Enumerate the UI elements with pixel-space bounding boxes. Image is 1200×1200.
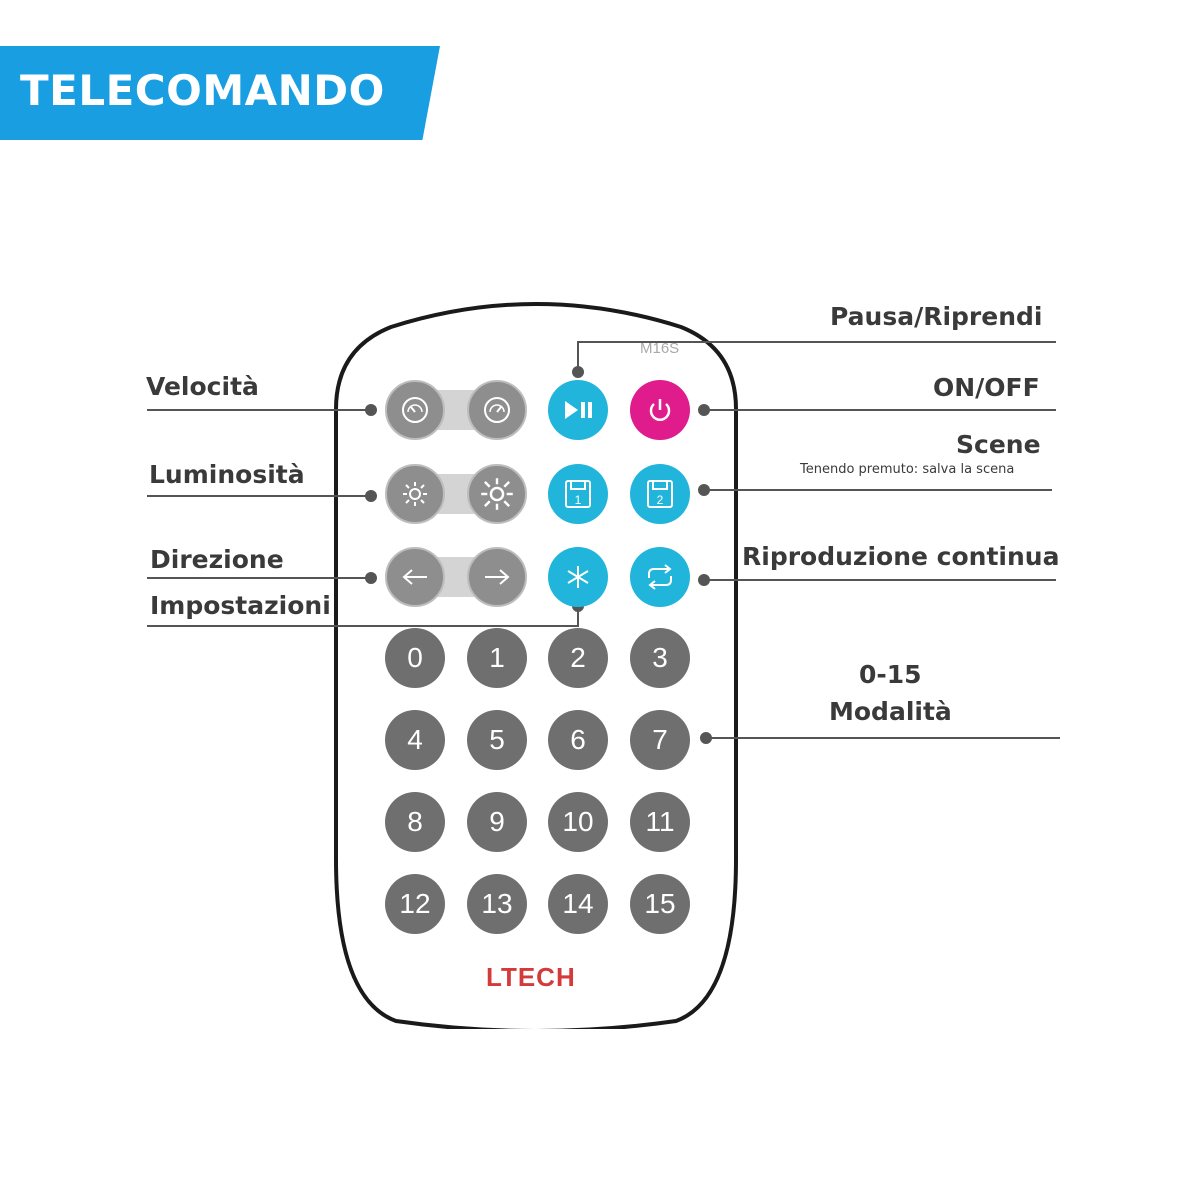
label-scene-note: Tenendo premuto: salva la scena [800,462,1015,477]
number-button[interactable]: 6 [548,710,608,770]
play-pause-button[interactable] [548,380,608,440]
brightness-down-button[interactable] [385,464,445,524]
number-button[interactable]: 11 [630,792,690,852]
speed-up-button[interactable] [467,380,527,440]
number-button[interactable]: 13 [467,874,527,934]
asterisk-icon [567,566,589,588]
save-2-icon: 2 [647,480,673,508]
label-direzione: Direzione [150,545,284,574]
direction-left-button[interactable] [385,547,445,607]
speedometer-icon [484,397,510,423]
power-button[interactable] [630,380,690,440]
loop-button[interactable] [630,547,690,607]
banner-title: TELECOMANDO [20,66,385,115]
brand-logo: LTECH [486,962,576,992]
brightness-up-button[interactable] [467,464,527,524]
label-range: 0-15 [859,660,922,689]
scene-1-button[interactable]: 1 [548,464,608,524]
sun-icon [403,482,427,506]
speedometer-icon [402,397,428,423]
arrow-left-icon [402,569,427,585]
arrow-right-icon [485,569,510,585]
label-pausa: Pausa/Riprendi [830,302,1043,331]
title-banner [0,46,440,140]
number-button[interactable]: 10 [548,792,608,852]
direction-right-button[interactable] [467,547,527,607]
sun-icon [481,478,513,510]
number-button[interactable]: 4 [385,710,445,770]
number-button[interactable]: 5 [467,710,527,770]
number-button[interactable]: 12 [385,874,445,934]
number-button[interactable]: 9 [467,792,527,852]
save-1-icon: 1 [565,480,591,508]
label-impostazioni: Impostazioni [150,591,331,620]
svg-text:2: 2 [657,493,664,507]
settings-button[interactable] [548,547,608,607]
speed-down-button[interactable] [385,380,445,440]
label-riproduzione: Riproduzione continua [742,542,1060,571]
label-luminosita: Luminosità [149,460,305,489]
number-button[interactable]: 3 [630,628,690,688]
label-onoff: ON/OFF [933,373,1040,402]
number-button[interactable]: 2 [548,628,608,688]
number-button[interactable]: 7 [630,710,690,770]
label-modalita: Modalità [829,697,952,726]
svg-text:1: 1 [575,493,582,507]
number-button[interactable]: 1 [467,628,527,688]
number-button[interactable]: 8 [385,792,445,852]
number-button[interactable]: 0 [385,628,445,688]
model-label: M16S [640,340,680,357]
repeat-icon [648,564,672,590]
play-pause-icon [565,401,592,419]
number-button[interactable]: 15 [630,874,690,934]
label-scene: Scene [956,430,1041,459]
label-velocita: Velocità [146,372,259,401]
power-icon [649,399,671,421]
number-button[interactable]: 14 [548,874,608,934]
scene-2-button[interactable]: 2 [630,464,690,524]
